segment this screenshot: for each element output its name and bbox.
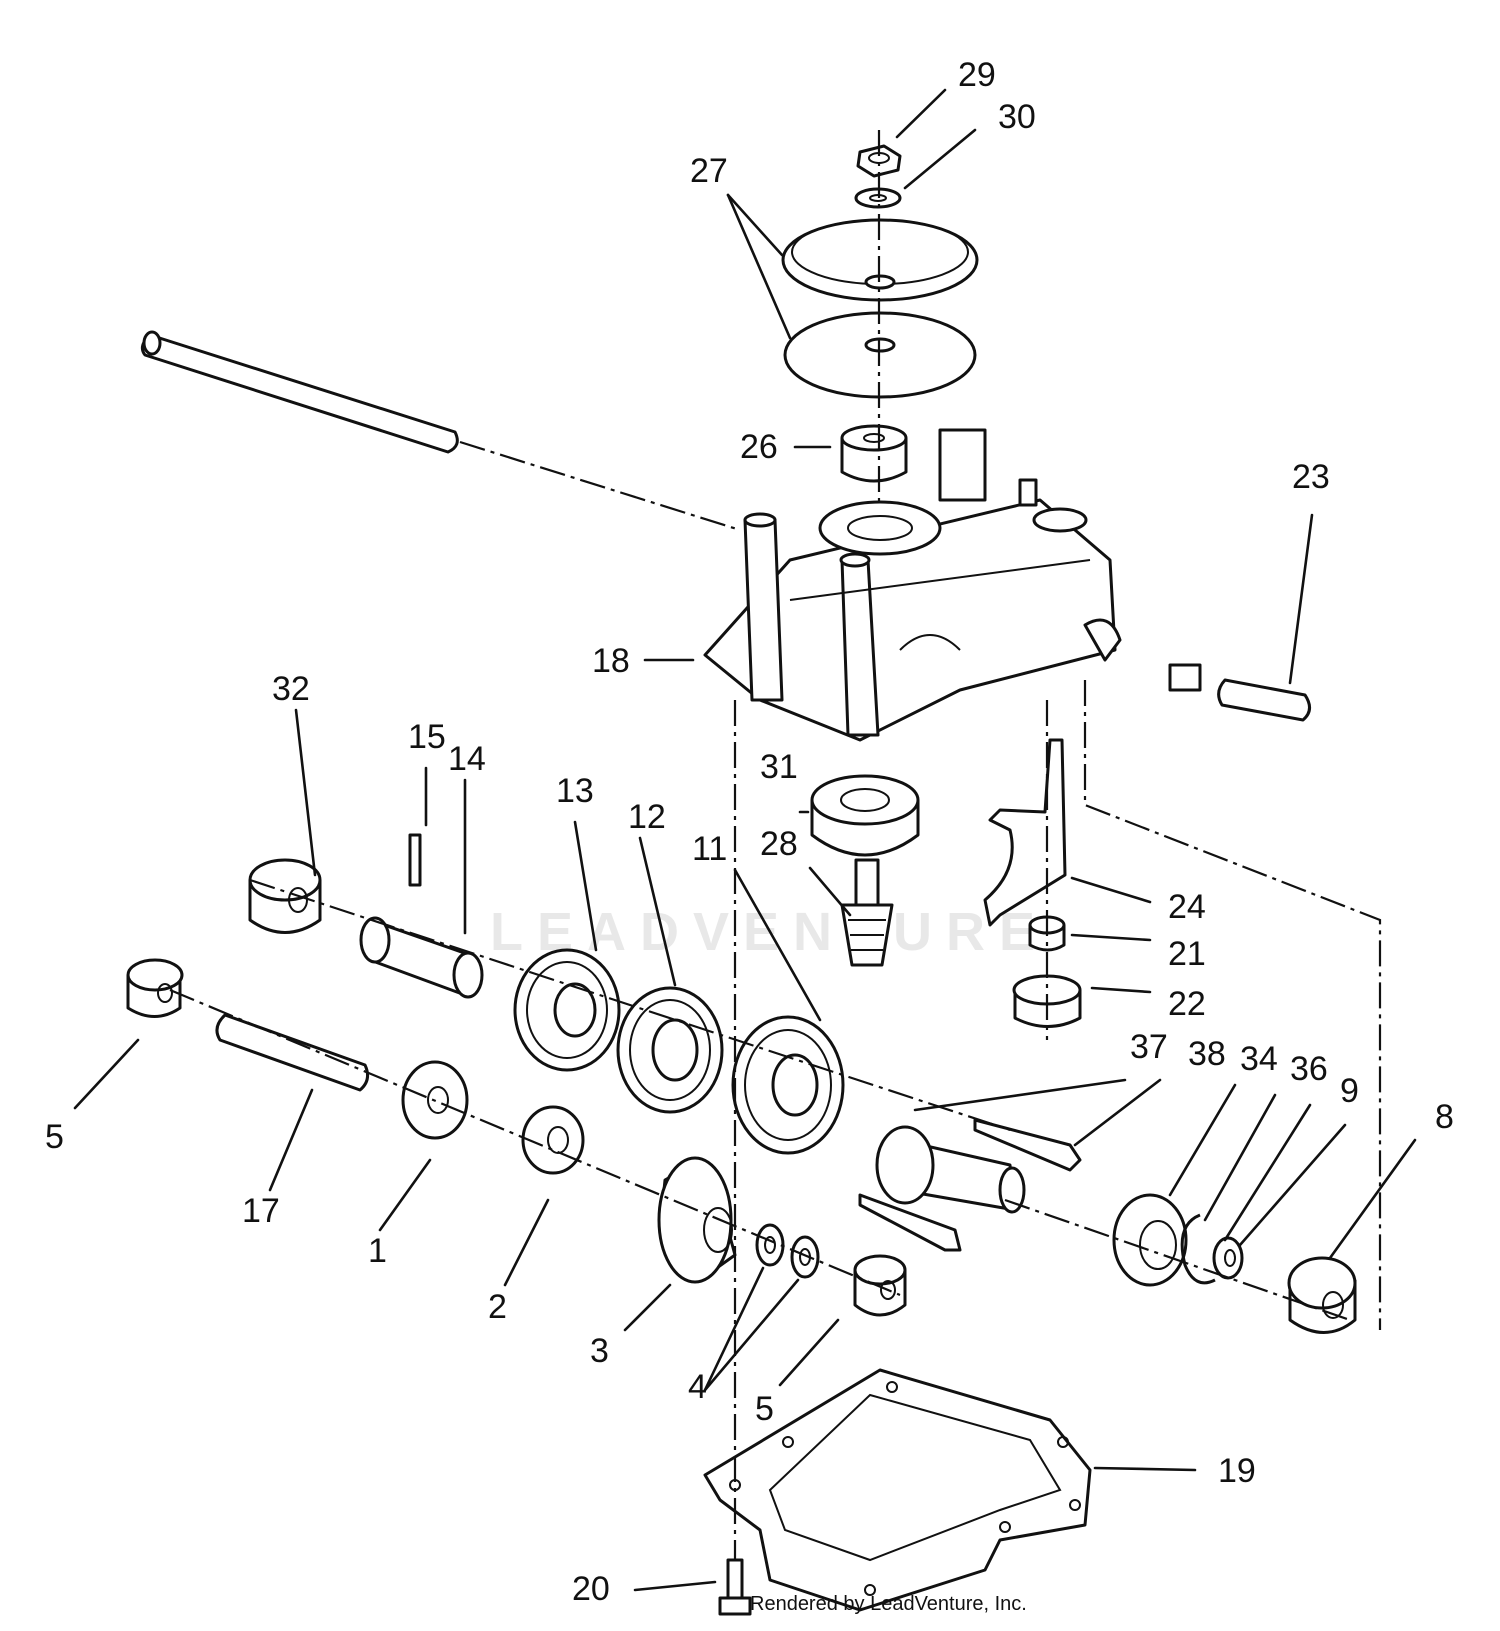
callout-32: 32: [272, 670, 310, 708]
callout-14: 14: [448, 740, 486, 778]
coupling-14: [359, 916, 484, 999]
callout-22: 22: [1168, 985, 1206, 1023]
callout-18: 18: [592, 642, 630, 680]
upper-gear-axis: [249, 878, 1011, 1132]
callout-12: 12: [628, 798, 666, 836]
callout-30: 30: [998, 98, 1036, 136]
long-shaft: [140, 330, 459, 454]
pinion-28: [840, 858, 894, 967]
callout-28: 28: [760, 825, 798, 863]
callout-9: 9: [1340, 1072, 1359, 1110]
shift-fork-24: [983, 738, 1067, 927]
shaft-17: [215, 1013, 370, 1092]
key-lower: [858, 1193, 962, 1252]
bolt-20: [718, 1558, 752, 1616]
callout-5-center: 5: [755, 1390, 774, 1428]
callout-20: 20: [572, 1570, 610, 1608]
callout-11: 11: [692, 830, 727, 868]
oil-pan-19: [703, 1368, 1092, 1612]
gear-2: [521, 1105, 585, 1175]
callout-2: 2: [488, 1288, 507, 1326]
callout-31: 31: [760, 748, 798, 786]
gear-12: [616, 986, 724, 1114]
bushing-5-center: [853, 1254, 907, 1317]
shaft-axis: [459, 440, 741, 532]
callout-13: 13: [556, 772, 594, 810]
callout-24: 24: [1168, 888, 1206, 926]
lower-gear-axis: [169, 988, 901, 1297]
callout-34: 34: [1240, 1040, 1278, 1078]
spacer-26: [840, 424, 908, 483]
callout-4: 4: [688, 1368, 707, 1406]
callout-26: 26: [740, 428, 778, 466]
callout-38: 38: [1188, 1035, 1226, 1073]
gear-11: [731, 1015, 845, 1155]
callout-37: 37: [1130, 1028, 1168, 1066]
callout-1: 1: [368, 1232, 387, 1270]
callout-29: 29: [958, 56, 996, 94]
bushing-8: [1287, 1256, 1357, 1334]
key-upper-37: [973, 1118, 1082, 1172]
nut-29: [856, 144, 902, 178]
pin-15: [408, 833, 422, 887]
callout-36: 36: [1290, 1050, 1328, 1088]
bushing-32: [248, 858, 322, 934]
callout-19: 19: [1218, 1452, 1256, 1490]
washers-4: [755, 1223, 820, 1279]
footer-credit: Rendered by LeadVenture, Inc.: [750, 1593, 1027, 1615]
bevel-gear-3: [657, 1156, 737, 1284]
washer-36-9: [1212, 1236, 1244, 1280]
bearing-38: [1112, 1193, 1188, 1287]
bushing-5-left: [126, 958, 184, 1018]
shift-shaft-23: [1168, 663, 1311, 722]
gear-housing-18: [703, 428, 1122, 742]
snap-ring-34: [1180, 1213, 1216, 1285]
callout-17: 17: [242, 1192, 280, 1230]
callout-3: 3: [590, 1332, 609, 1370]
callout-21: 21: [1168, 935, 1206, 973]
callout-27: 27: [690, 152, 728, 190]
callout-23: 23: [1292, 458, 1330, 496]
callout-5-left: 5: [45, 1118, 64, 1156]
gear-13: [513, 948, 621, 1072]
bearing-31: [810, 774, 920, 857]
right-axis: [1004, 1198, 1351, 1322]
callout-15: 15: [408, 718, 446, 756]
callout-8: 8: [1435, 1098, 1454, 1136]
fork-axis: [1083, 680, 1382, 1330]
leader-lines: [73, 88, 1417, 1592]
